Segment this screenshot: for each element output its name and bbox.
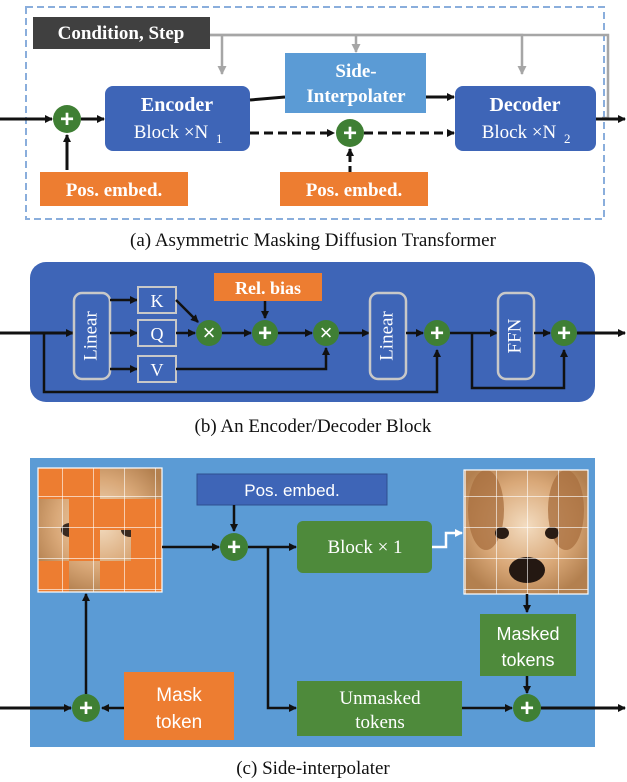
pos-embed-right-text: Pos. embed. [306, 180, 403, 201]
plus-symbol: + [227, 534, 241, 561]
mask-token [124, 672, 234, 740]
kq-to-mult-arrows [175, 299, 199, 337]
side-interpolater-block [285, 53, 426, 113]
decoder-title: Decoder [489, 94, 560, 116]
residual-path-2 [470, 333, 568, 390]
pos-embed-left [40, 172, 188, 206]
plus-symbol: + [258, 320, 272, 347]
plus-node-a1 [53, 105, 81, 133]
times-symbol: × [203, 320, 216, 345]
plus-symbol: + [60, 106, 74, 133]
decoder-subscript: 2 [564, 131, 571, 146]
caption-b: (b) An Encoder/Decoder Block [195, 416, 432, 437]
plus-symbol: + [557, 320, 571, 347]
v-to-mult-arrow [176, 347, 330, 371]
q-text: Q [151, 324, 164, 344]
pos-embed-left-text: Pos. embed. [66, 180, 163, 201]
ffn-block [496, 291, 536, 381]
masked-tokens-line2: tokens [501, 650, 554, 670]
condition-step-text: Condition, Step [58, 23, 185, 44]
ffn-text: FFN [504, 318, 525, 353]
pos-embed-c-text: Pos. embed. [244, 481, 339, 500]
plus-node-c1 [220, 533, 248, 561]
plus-symbol: + [430, 320, 444, 347]
caption-c: (c) Side-interpolater [236, 758, 390, 779]
block-x1-text: Block × 1 [327, 537, 402, 558]
encoder-block [105, 86, 250, 151]
multiply-node-2 [313, 320, 339, 346]
plus-node-b3 [551, 320, 577, 346]
panel-a: Condition, Step + Pos. embed. Encoder Bl… [0, 6, 626, 251]
branch-to-unmasked-arrow [266, 547, 297, 712]
v-text: V [151, 360, 164, 380]
mask-token-line1: Mask [156, 685, 202, 706]
times-symbol: × [320, 320, 333, 345]
pos-embed-c [196, 473, 388, 506]
encoder-to-side-line [249, 95, 286, 102]
masked-image [37, 467, 163, 593]
plus-node-c2 [72, 694, 100, 722]
linear-2-block [368, 291, 408, 381]
pos-embed-right [280, 172, 428, 206]
side-interpolater-line2: Interpolater [306, 86, 406, 107]
plus-node-b1 [252, 320, 278, 346]
unmasked-tokens-line2: tokens [355, 712, 405, 733]
kqv-arrows [110, 296, 138, 373]
plus-node-a2 [336, 119, 364, 147]
encoder-sub: Block ×N [134, 122, 209, 143]
panel-b: Linear K Q V × Rel. bias + × [0, 262, 626, 437]
reconstructed-image [463, 469, 589, 595]
encoder-title: Encoder [141, 94, 213, 116]
unmasked-tokens [297, 681, 462, 736]
multiply-node-1 [196, 320, 222, 346]
q-box [137, 319, 177, 347]
unmasked-tokens-line1: Unmasked [339, 688, 421, 709]
plus-symbol: + [520, 695, 534, 722]
encoder-subscript: 1 [216, 131, 223, 146]
rel-bias-label [214, 273, 322, 301]
plus-symbol: + [79, 695, 93, 722]
side-interpolater-line1: Side- [335, 61, 376, 82]
linear-2-text: Linear [376, 311, 397, 361]
plus-node-c3 [513, 694, 541, 722]
k-text: K [151, 291, 164, 311]
caption-a: (a) Asymmetric Masking Diffusion Transfo… [130, 230, 497, 251]
plus-node-b2 [424, 320, 450, 346]
residual-path-1 [42, 333, 441, 394]
linear-1-block [72, 291, 112, 381]
v-box [137, 355, 177, 383]
panel-c: Pos. embed. + Block × 1 Masked tokens [0, 458, 626, 779]
condition-step-label [33, 17, 210, 49]
block-to-image-arrow [432, 529, 463, 549]
masked-tokens [480, 614, 576, 676]
rel-bias-text: Rel. bias [235, 278, 301, 298]
decoder-block [455, 86, 596, 151]
decoder-sub: Block ×N [482, 122, 557, 143]
masked-tokens-line1: Masked [496, 624, 559, 644]
mask-token-line2: token [156, 712, 202, 733]
plus-symbol: + [343, 120, 357, 147]
panel-a-dashed-frame [25, 6, 605, 220]
block-x1 [297, 521, 432, 573]
linear-1-text: Linear [80, 311, 101, 361]
